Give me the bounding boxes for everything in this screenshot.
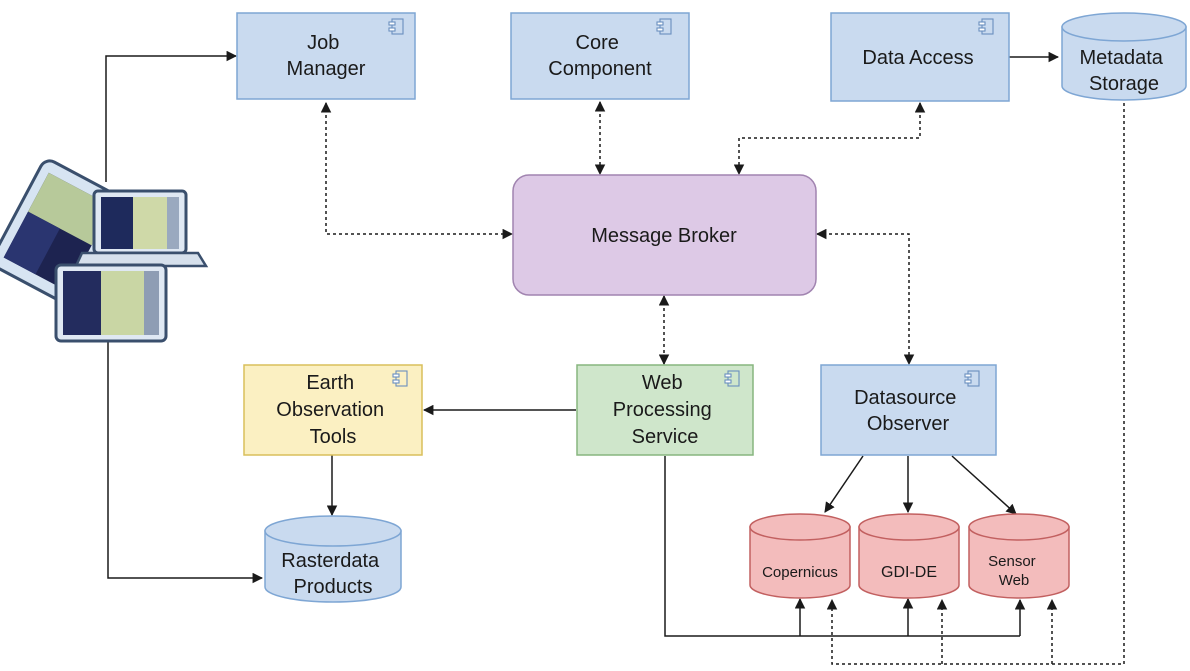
svg-text:GDI-DE: GDI-DE (881, 564, 937, 581)
rasterdata-label-2: Products (294, 576, 373, 598)
metadata-storage-database-icon[interactable]: Metadata Storage (1061, 12, 1187, 101)
data-access-component[interactable]: Data Access (830, 12, 1010, 102)
edge-observer-to-copernicus (824, 455, 864, 513)
edge-data-access-broker (733, 101, 926, 176)
client-devices-icon (0, 159, 209, 343)
copernicus-label: Copernicus (762, 564, 838, 581)
edge-broker-observer (815, 228, 915, 366)
sensor-web-label-1: Sensor (988, 553, 1036, 570)
svg-text:Web Processing Ser: Web Processing Service (613, 372, 718, 448)
core-component-label-2: Component (548, 58, 652, 80)
svg-text:Sensor Web: Sensor Web (988, 553, 1040, 589)
sensor-web-database-icon[interactable]: Sensor Web (968, 513, 1070, 599)
wps-label-2: Processing (613, 399, 712, 421)
edge-wps-bus (664, 456, 1020, 637)
message-broker[interactable]: Message Broker (512, 174, 817, 296)
edge-clients-to-job-manager (105, 50, 238, 182)
data-access-label: Data Access (862, 47, 973, 69)
observer-label-1: Datasource (854, 387, 956, 409)
svg-text:Earth Observation: Earth Observation Tools (276, 372, 389, 448)
earth-observation-tools-component[interactable]: Earth Observation Tools (243, 364, 423, 456)
edges (105, 50, 1060, 637)
svg-text:Datasource Observer: Datasource Observer (854, 387, 962, 435)
rasterdata-label-1: Rasterdata (281, 550, 380, 572)
metadata-storage-label-2: Storage (1089, 73, 1159, 95)
svg-text:Data Access: Data Access (862, 47, 973, 69)
dashed-edges (320, 100, 1125, 665)
metadata-storage-label-1: Metadata (1080, 47, 1164, 69)
message-broker-label: Message Broker (591, 225, 737, 247)
svg-text:Message Broker: Message Broker (591, 225, 737, 247)
svg-text:Copernicus: Copernicus (762, 564, 838, 581)
job-manager-component[interactable]: Job Manager (236, 12, 416, 100)
core-component[interactable]: Core Component (510, 12, 690, 100)
copernicus-database-icon[interactable]: Copernicus (749, 513, 851, 599)
eo-tools-label-1: Earth (306, 372, 354, 394)
svg-text:Core Component: Core Component (548, 32, 652, 80)
job-manager-label-1: Job (307, 32, 339, 54)
job-manager-label-2: Manager (287, 58, 366, 80)
sensor-web-label-2: Web (999, 572, 1030, 589)
web-processing-service-component[interactable]: Web Processing Service (576, 364, 754, 456)
gdi-de-database-icon[interactable]: GDI-DE (858, 513, 960, 599)
edge-observer-to-sensor-web (951, 455, 1017, 515)
eo-tools-label-2: Observation (276, 399, 384, 421)
eo-tools-label-3: Tools (310, 426, 357, 448)
observer-label-2: Observer (867, 413, 950, 435)
svg-text:Job Manager: Job Manager (287, 32, 366, 80)
datasource-observer-component[interactable]: Datasource Observer (820, 364, 997, 456)
wps-label-3: Service (632, 426, 699, 448)
svg-text:Rasterdata Products: Rasterdata Products (281, 550, 384, 598)
gdi-de-label: GDI-DE (881, 564, 937, 581)
core-component-label-1: Core (576, 32, 619, 54)
edge-clients-to-rasterdata (107, 341, 264, 584)
edge-metadata-bus (826, 103, 1125, 665)
rasterdata-products-database-icon[interactable]: Rasterdata Products (264, 515, 402, 603)
edge-job-manager-broker (320, 101, 514, 240)
svg-text:Metadata Storage: Metadata Storage (1080, 47, 1169, 95)
wps-label-1: Web (642, 372, 683, 394)
